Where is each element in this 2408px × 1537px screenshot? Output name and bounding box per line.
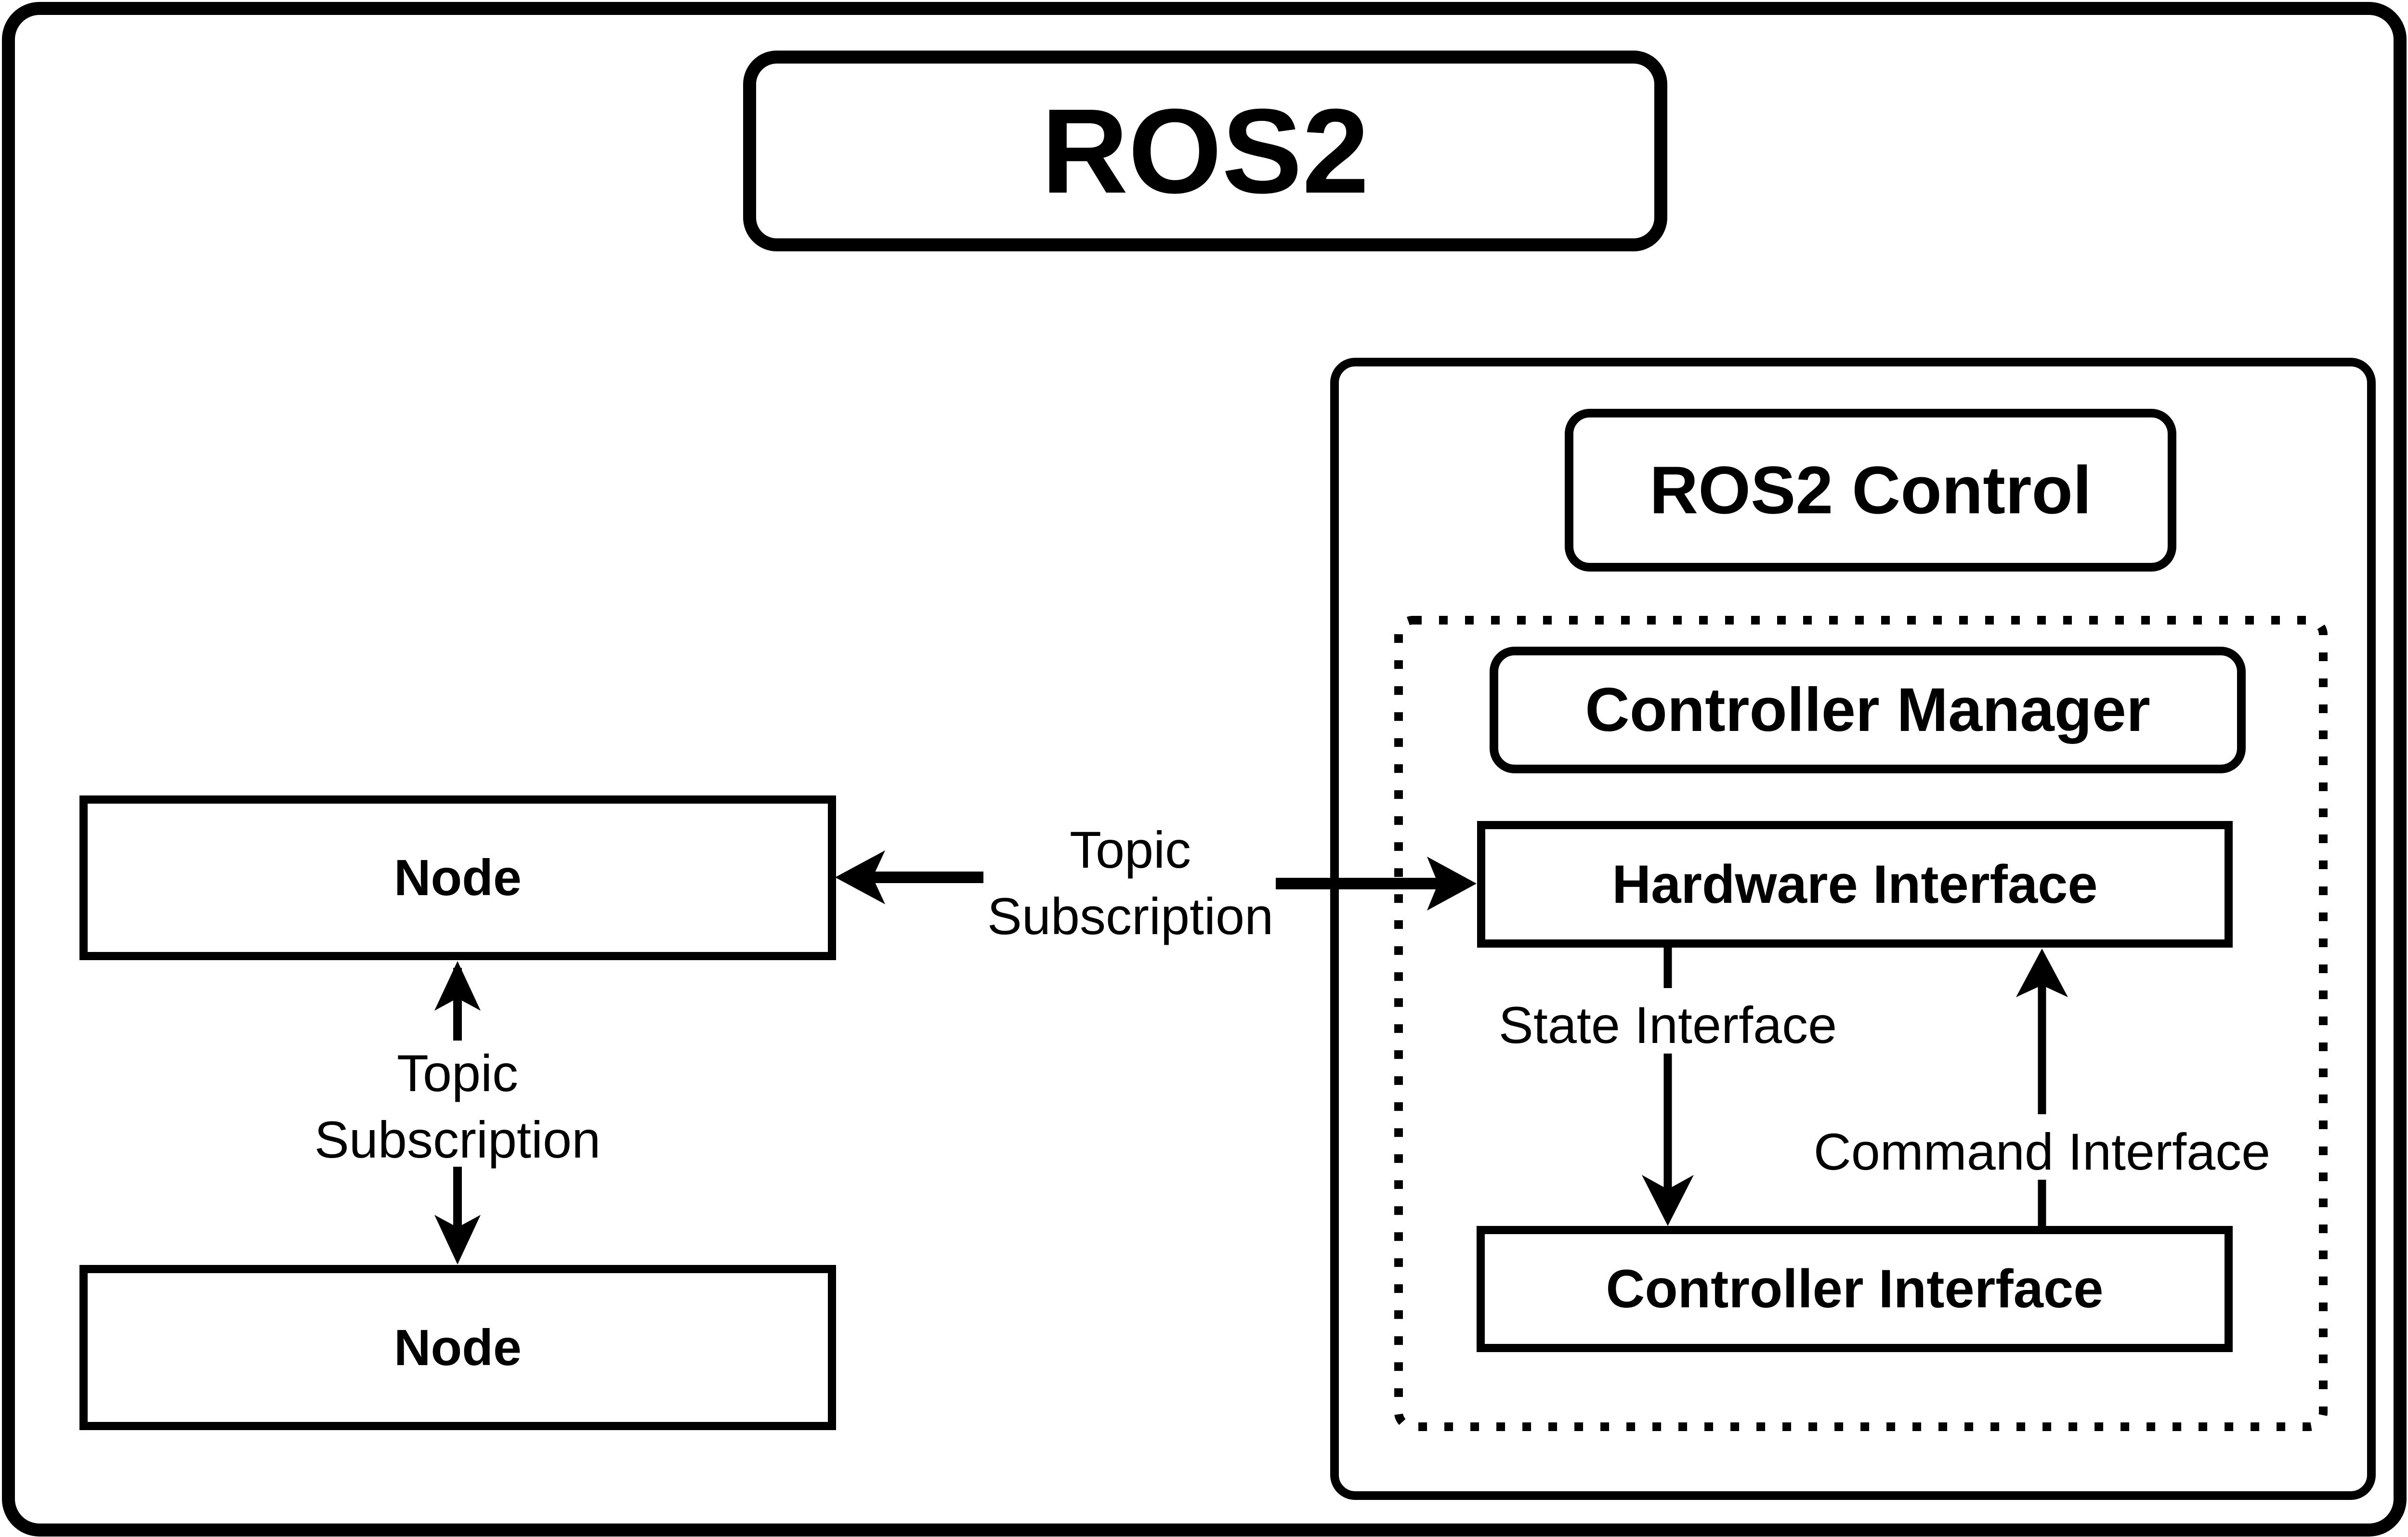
- edge-label-line2: Subscription: [314, 1110, 601, 1169]
- controller-interface-box: Controller Interface: [1477, 1226, 2233, 1352]
- node-box-top: Node: [79, 795, 836, 960]
- hardware-interface-box: Hardware Interface: [1477, 821, 2233, 948]
- ros2-control-title-box: ROS2 Control: [1565, 409, 2176, 572]
- arrowhead-down-icon: [434, 1215, 481, 1264]
- edge-label-line1: Topic: [1069, 821, 1191, 879]
- hardware-interface-label: Hardware Interface: [1612, 854, 2098, 914]
- controller-manager-label: Controller Manager: [1585, 675, 2150, 744]
- ros2-title: ROS2: [1041, 83, 1369, 218]
- controller-manager-box: Controller Manager: [1490, 647, 2246, 773]
- arrowhead-left-icon: [835, 850, 885, 904]
- state-arrowhead-down-icon: [1642, 1175, 1694, 1226]
- command-arrowhead-up-icon: [2016, 949, 2068, 997]
- controller-manager-boundary: [1394, 616, 2328, 1431]
- command-interface-label: Command Interface: [1813, 1122, 2271, 1181]
- controller-interface-label: Controller Interface: [1606, 1259, 2104, 1319]
- node-to-node-edge-label: Topic Subscription: [313, 1040, 602, 1173]
- node-label-bottom: Node: [394, 1319, 522, 1376]
- node-label-top: Node: [394, 849, 522, 906]
- ros2-control-container: [1330, 358, 2376, 1500]
- ros2-control-title: ROS2 Control: [1649, 452, 2092, 528]
- state-interface-label: State Interface: [1498, 996, 1837, 1054]
- arrowhead-up-icon: [434, 961, 481, 1011]
- node-box-bottom: Node: [79, 1265, 836, 1430]
- edge-label-line2: Subscription: [987, 887, 1274, 946]
- ros2-title-box: ROS2: [743, 51, 1667, 251]
- node-to-hardware-edge-label: Topic Subscription: [986, 817, 1275, 950]
- edge-label-line1: Topic: [396, 1044, 519, 1102]
- arrowhead-right-icon: [1427, 857, 1477, 911]
